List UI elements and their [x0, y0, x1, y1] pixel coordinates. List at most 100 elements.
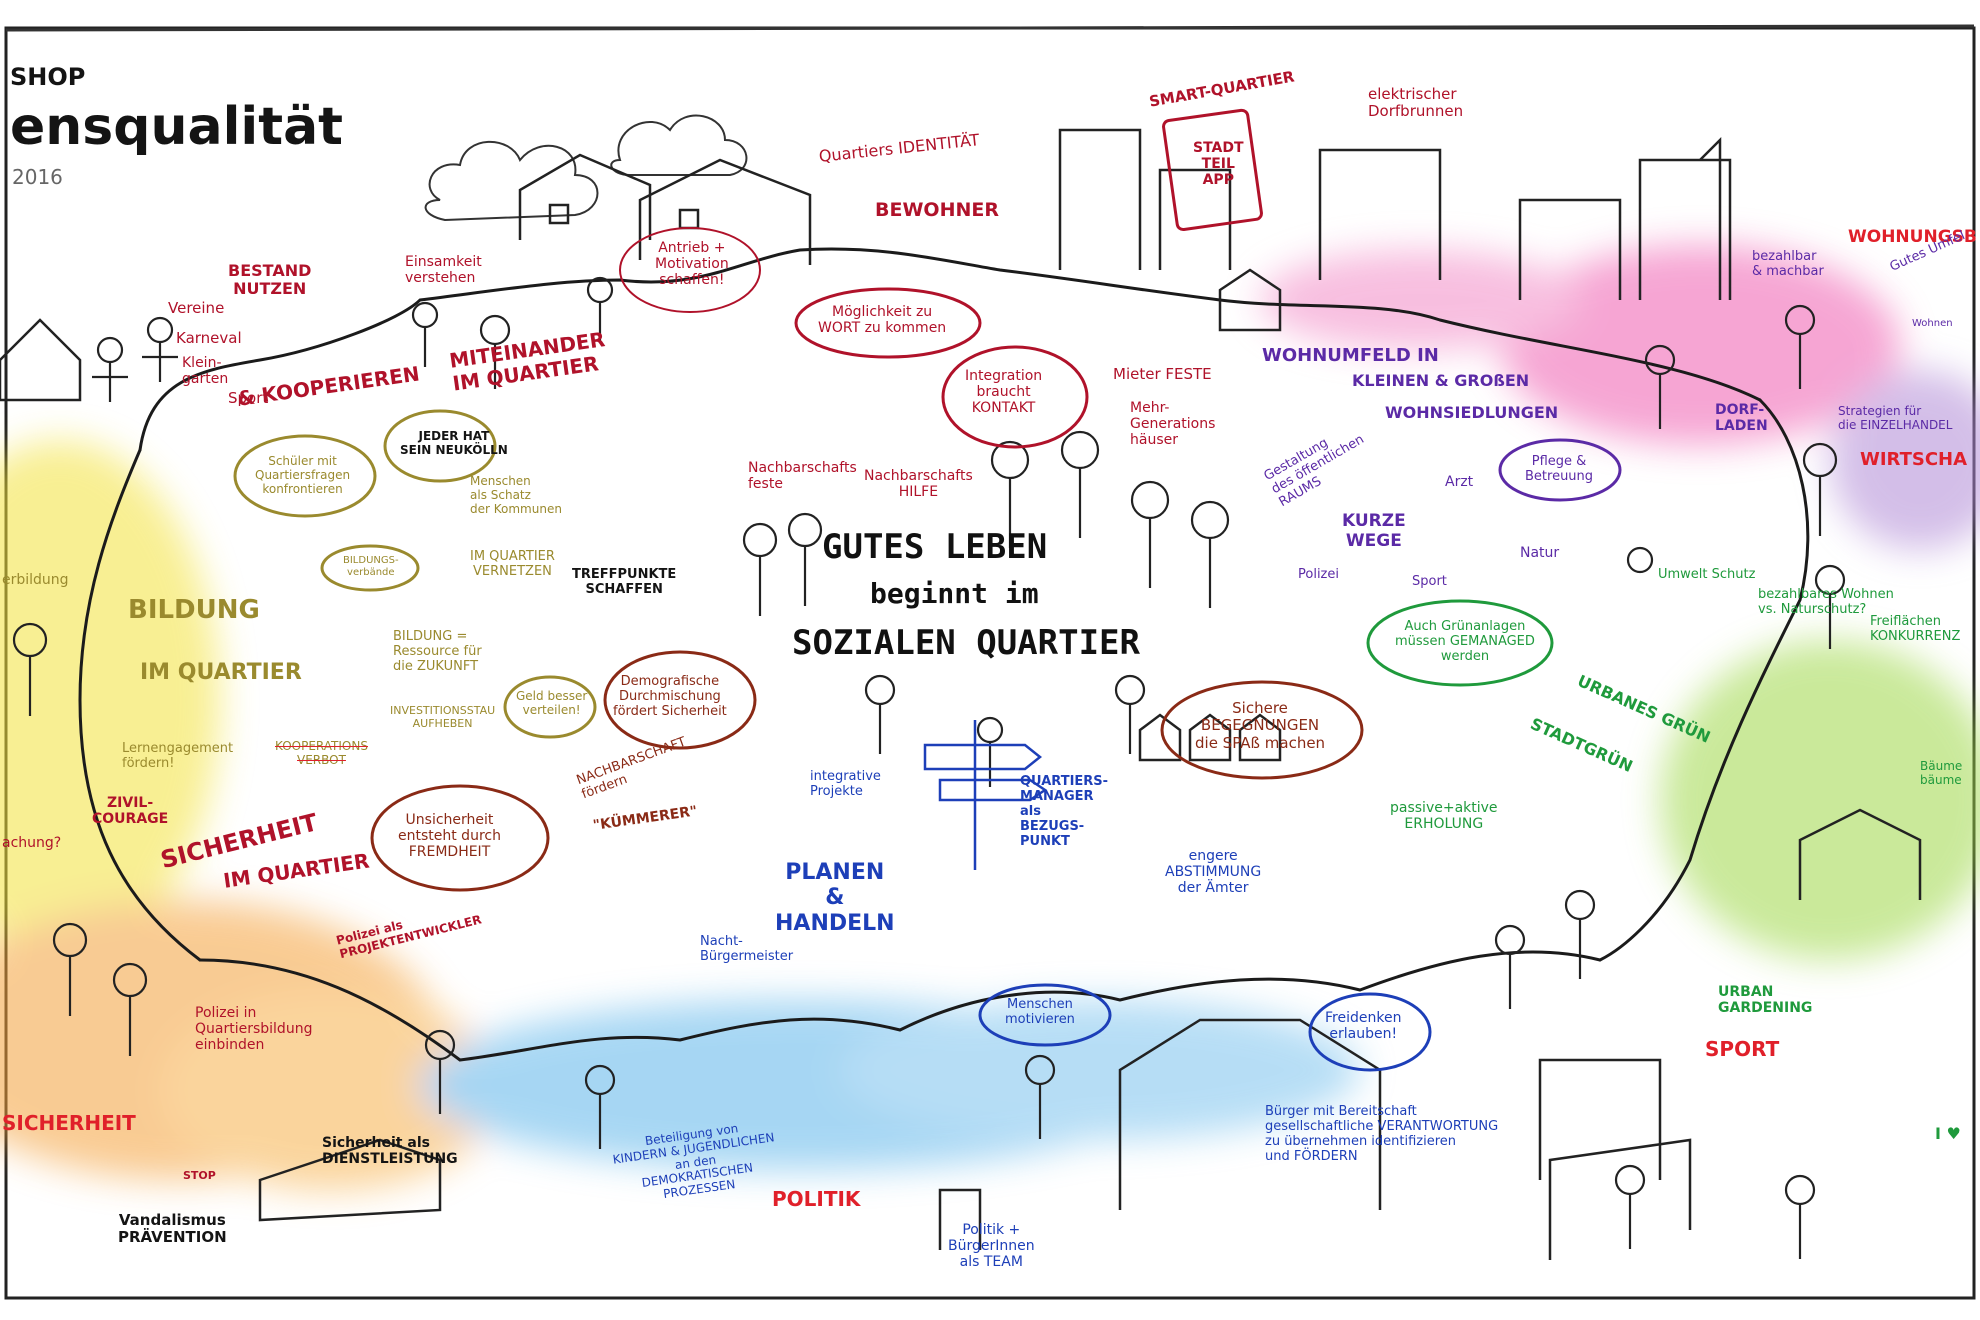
label-sicherheit-dienst: Sicherheit als DIENSTLEISTUNG: [322, 1135, 458, 1168]
speech-bubbles: [233, 227, 1622, 1072]
pink-wash-2: [1260, 250, 1580, 350]
label-bildung: BILDUNG: [128, 595, 260, 625]
bubble-geld: [503, 675, 597, 739]
bubble-freidenken: [1308, 992, 1432, 1072]
label-wachung: achung?: [2, 835, 62, 851]
label-vandalismus: Vandalismus PRÄVENTION: [118, 1211, 227, 1247]
header-title-line1: SHOP: [10, 63, 86, 91]
label-umweltschutz: Umwelt Schutz: [1658, 567, 1756, 582]
label-sicherheit-red: SICHERHEIT: [2, 1111, 136, 1135]
label-wohnen: Wohnen: [1912, 318, 1953, 329]
bottom-sketches: [258, 268, 1922, 1250]
bubble-schueler: [233, 434, 377, 518]
quarter-loop-outline: [78, 247, 1810, 1062]
label-planen: PLANEN & HANDELN: [775, 860, 895, 936]
label-integration: Integration braucht KONTAKT: [965, 368, 1043, 417]
label-bestand: BESTAND NUTZEN: [228, 261, 312, 299]
label-kooperations-verbot: KOOPERATIONS VERBOT: [275, 739, 368, 767]
bubble-menschen-motivieren: [978, 983, 1112, 1047]
label-dorfbrunnen: elektrischer Dorfbrunnen: [1368, 85, 1464, 121]
bubble-demografische: [603, 650, 757, 750]
bubble-sichere: [1160, 680, 1364, 780]
label-nacht-buergermeister: Nacht- Bürgermeister: [700, 934, 794, 964]
label-einsamkeit: Einsamkeit verstehen: [405, 254, 482, 287]
label-treffpunkte: TREFFPUNKTE SCHAFFEN: [572, 567, 677, 597]
label-menschen-schatz: Menschen als Schatz der Kommunen: [470, 474, 562, 516]
label-bildungs-verbaende: BILDUNGS- verbände: [343, 555, 399, 578]
label-kleinen-grossen: KLEINEN & GROßEN: [1352, 371, 1530, 390]
label-engere: engere ABSTIMMUNG der Ämter: [1165, 848, 1262, 897]
label-stop: STOP: [183, 1169, 216, 1182]
label-politik-team: Politik + BürgerInnen als TEAM: [948, 1222, 1035, 1271]
label-wohnumfeld: WOHNUMFELD IN: [1262, 345, 1439, 366]
label-bezahlbar: bezahlbar & machbar: [1752, 249, 1824, 279]
label-demografische: Demografische Durchmischung fördert Sich…: [613, 674, 727, 719]
pink-wash: [1500, 245, 1900, 445]
bubble-bildungs: [320, 544, 420, 592]
header-title-line2: ensqualität: [10, 97, 344, 157]
bubble-integration: [941, 345, 1089, 449]
goal-sketch: [1548, 1138, 1692, 1260]
label-natur: Natur: [1520, 545, 1560, 561]
label-im-quartier-bildung: IM QUARTIER: [140, 660, 302, 685]
label-bewohner: BEWOHNER: [875, 199, 999, 221]
green-wash: [1660, 640, 1980, 960]
label-moeglichkeit: Möglichkeit zu WORT zu kommen: [818, 304, 947, 337]
orange-wash-left2: [160, 990, 500, 1190]
label-sport-koop: Sport: [228, 389, 269, 407]
label-arzt: Arzt: [1445, 474, 1474, 490]
label-freidenken: Freidenken erlauben!: [1325, 1010, 1402, 1043]
label-unsicherheit: Unsicherheit entsteht durch FREMDHEIT: [398, 812, 501, 861]
smartphone-sketch: [1162, 108, 1263, 232]
label-im-quartier-vernetzen: IM QUARTIER VERNETZEN: [470, 549, 555, 579]
label-kleingarten: Klein- garten: [182, 355, 229, 388]
label-dorf-laden: DORF- LADEN: [1715, 402, 1768, 435]
label-sport-purple: Sport: [1412, 574, 1447, 589]
bubble-pflege: [1498, 438, 1622, 502]
label-nachbarschafts-feste: Nachbarschafts feste: [748, 460, 857, 493]
people-sketches: [12, 276, 1846, 1259]
label-antrieb: Antrieb + Motivation schaffen!: [655, 240, 729, 289]
label-wohnungsbau: WOHNUNGSB: [1848, 227, 1977, 247]
label-buerger: Bürger mit Bereitschaft gesellschaftlich…: [1265, 1104, 1499, 1164]
label-nachbarschafts-hilfe: Nachbarschafts HILFE: [864, 468, 973, 501]
bubble-gruenanlagen: [1366, 599, 1554, 687]
label-urban-gardening: URBAN GARDENING: [1718, 984, 1813, 1017]
label-menschen-motivieren: Menschen motivieren: [1005, 997, 1075, 1027]
label-sichere-begegnungen: Sichere BEGEGNUNGEN die SPAß machen: [1195, 699, 1326, 752]
label-lernengagement: Lernengagement fördern!: [122, 741, 234, 771]
center-title-line2: beginnt im: [870, 577, 1039, 610]
yellow-wash: [0, 440, 220, 960]
house-sketches: [0, 128, 1732, 402]
label-schueler: Schüler mit Quartiersfragen konfrontiere…: [255, 454, 351, 496]
label-investitionsstau: INVESTITIONSSTAU AUFHEBEN: [390, 704, 496, 730]
label-kurze-wege: KURZE WEGE: [1342, 511, 1406, 551]
label-mehr-generationen: Mehr- Generations häuser: [1130, 400, 1216, 449]
purple-wash: [1830, 370, 1980, 550]
center-title-line3: SOZIALEN QUARTIER: [792, 623, 1140, 663]
header-year: 2016: [12, 165, 63, 189]
label-pflege: Pflege & Betreuung: [1525, 454, 1594, 484]
label-zivilcourage: ZIVIL- COURAGE: [92, 795, 169, 828]
label-strategien: Strategien für die EINZELHANDEL: [1838, 404, 1953, 432]
label-i-love: I ♥: [1935, 1124, 1961, 1143]
label-freiflaechen: Freiflächen KONKURRENZ: [1870, 614, 1961, 644]
label-wirtschaft: WIRTSCHA: [1860, 449, 1968, 470]
bubble-unsicherheit: [370, 784, 550, 892]
blue-wash-2: [840, 1000, 1360, 1140]
label-polizei-purple: Polizei: [1298, 567, 1339, 582]
label-karneval: Karneval: [176, 329, 242, 347]
label-quartiersmanager: QUARTIERS- MANAGER als BEZUGS- PUNKT: [1020, 774, 1109, 849]
label-sport-red: SPORT: [1705, 1037, 1780, 1061]
bubble-moeglichkeit: [794, 287, 982, 359]
label-passive: passive+aktive ERHOLUNG: [1390, 800, 1498, 833]
center-title-line1: GUTES LEBEN: [822, 527, 1048, 567]
label-mieter-feste: Mieter FESTE: [1113, 365, 1212, 383]
bubble-jeder: [383, 409, 497, 483]
label-vereine: Vereine: [168, 299, 225, 317]
label-weiterbildung: erbildung: [2, 572, 69, 588]
label-stadtteil-app: STADT TEIL APP: [1193, 140, 1244, 189]
label-bezahlbares-wohnen: bezahlbares Wohnen vs. Naturschutz?: [1758, 587, 1894, 617]
